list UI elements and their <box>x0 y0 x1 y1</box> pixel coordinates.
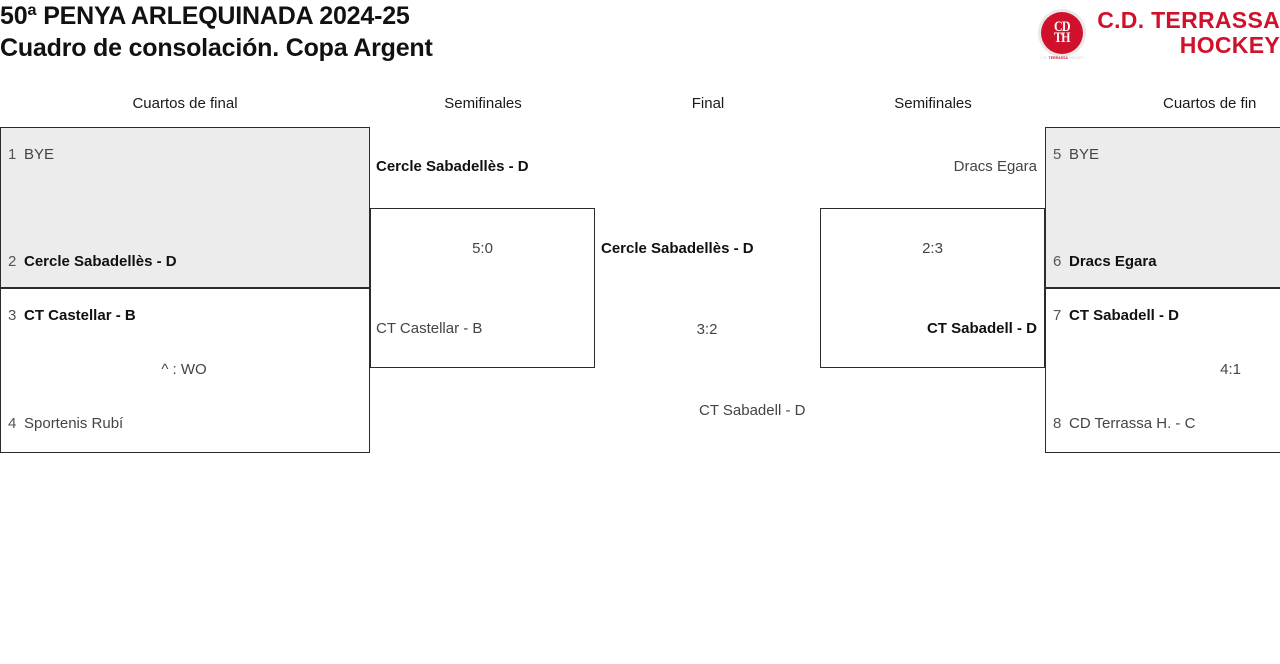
title-line-2: Cuadro de consolación. Copa Argent <box>0 34 433 62</box>
match-box-sf-right[interactable] <box>820 208 1045 368</box>
emblem-microtext: C.D. TERRASSA HOCKEY <box>1036 56 1088 60</box>
club-emblem-icon: CD TH C.D. TERRASSA HOCKEY <box>1036 7 1088 60</box>
team-name: CT Castellar - B <box>24 307 136 324</box>
emblem-microtext-mid: TERRASSA <box>1048 56 1069 60</box>
team-slot-seed-3[interactable]: 3 CT Castellar - B <box>8 307 136 325</box>
match-score-qf-right-2: 4:1 <box>1220 361 1241 378</box>
match-box-qf-right-1[interactable] <box>1045 127 1280 288</box>
seed-number: 7 <box>1053 307 1062 324</box>
page-title: 50ª PENYA ARLEQUINADA 2024-25 Cuadro de … <box>0 0 433 64</box>
column-header-quarterfinals-right: Cuartos de fin <box>1163 95 1257 112</box>
team-name: Cercle Sabadellès - D <box>376 158 529 175</box>
team-slot-sf-left-bottom[interactable]: CT Castellar - B <box>376 320 482 338</box>
team-name: Cercle Sabadellès - D <box>24 253 177 270</box>
column-header-quarterfinals-left: Cuartos de final <box>132 95 238 112</box>
team-name: BYE <box>1069 146 1100 163</box>
team-name: Dracs Egara <box>1069 253 1157 270</box>
team-slot-seed-4[interactable]: 4 Sportenis Rubí <box>8 415 123 433</box>
emblem-disc <box>1041 12 1084 54</box>
seed-number: 8 <box>1053 415 1062 432</box>
team-slot-seed-5[interactable]: 5 BYE <box>1053 146 1099 164</box>
club-wordmark-line-1: C.D. TERRASSA <box>1097 7 1280 33</box>
team-slot-seed-2[interactable]: 2 Cercle Sabadellès - D <box>8 253 177 271</box>
team-slot-seed-8[interactable]: 8 CD Terrassa H. - C <box>1053 415 1195 433</box>
team-slot-seed-6[interactable]: 6 Dracs Egara <box>1053 253 1157 271</box>
team-slot-sf-right-bottom[interactable]: CT Sabadell - D <box>745 320 1037 338</box>
title-line-1: 50ª PENYA ARLEQUINADA 2024-25 <box>0 2 410 30</box>
team-slot-sf-left-top[interactable]: Cercle Sabadellès - D <box>376 158 529 176</box>
match-box-qf-left-1[interactable] <box>0 127 370 288</box>
team-slot-final-runnerup[interactable]: CT Sabadell - D <box>699 402 805 420</box>
emblem-microtext-post: HOCKEY <box>1068 56 1085 60</box>
emblem-monogram-line-2: TH <box>1054 30 1071 46</box>
column-header-final: Final <box>691 95 725 112</box>
emblem-microtext-pre: C.D. <box>1040 56 1049 60</box>
match-score-sf-right: 2:3 <box>922 240 943 257</box>
team-name: Sportenis Rubí <box>24 415 124 432</box>
seed-number: 1 <box>8 146 17 163</box>
column-header-semifinals-right: Semifinales <box>894 95 972 112</box>
emblem-monogram: CD TH <box>1054 19 1071 46</box>
team-slot-seed-1[interactable]: 1 BYE <box>8 146 54 164</box>
team-name: Dracs Egara <box>953 158 1037 175</box>
team-slot-sf-right-top[interactable]: Dracs Egara <box>745 158 1037 176</box>
team-slot-final-winner[interactable]: Cercle Sabadellès - D <box>601 240 754 258</box>
seed-number: 2 <box>8 253 17 270</box>
emblem-monogram-line-1: CD <box>1054 19 1071 35</box>
team-name: BYE <box>24 146 55 163</box>
seed-number: 3 <box>8 307 17 324</box>
match-box-sf-left[interactable] <box>370 208 595 368</box>
match-score-final: 3:2 <box>696 321 718 338</box>
team-name: Cercle Sabadellès - D <box>601 240 754 257</box>
seed-number: 4 <box>8 415 17 432</box>
team-name: CT Castellar - B <box>376 320 483 337</box>
seed-number: 6 <box>1053 253 1062 270</box>
club-logo: CD TH C.D. TERRASSA HOCKEY C.D. TERRASSA… <box>1036 7 1280 60</box>
match-box-qf-left-2[interactable] <box>0 288 370 453</box>
team-name: CT Sabadell - D <box>699 402 806 419</box>
column-header-semifinals-left: Semifinales <box>444 95 522 112</box>
club-wordmark-line-2: HOCKEY <box>1179 32 1280 58</box>
match-score-qf-left-2: ^ : WO <box>161 361 207 378</box>
seed-number: 5 <box>1053 146 1062 163</box>
team-name: CT Sabadell - D <box>1069 307 1180 324</box>
team-name: CT Sabadell - D <box>926 320 1037 337</box>
match-score-sf-left: 5:0 <box>472 240 493 257</box>
match-box-qf-right-2[interactable] <box>1045 288 1280 453</box>
club-wordmark: C.D. TERRASSA HOCKEY <box>1097 8 1280 58</box>
team-slot-seed-7[interactable]: 7 CT Sabadell - D <box>1053 307 1179 325</box>
team-name: CD Terrassa H. - C <box>1069 415 1196 432</box>
